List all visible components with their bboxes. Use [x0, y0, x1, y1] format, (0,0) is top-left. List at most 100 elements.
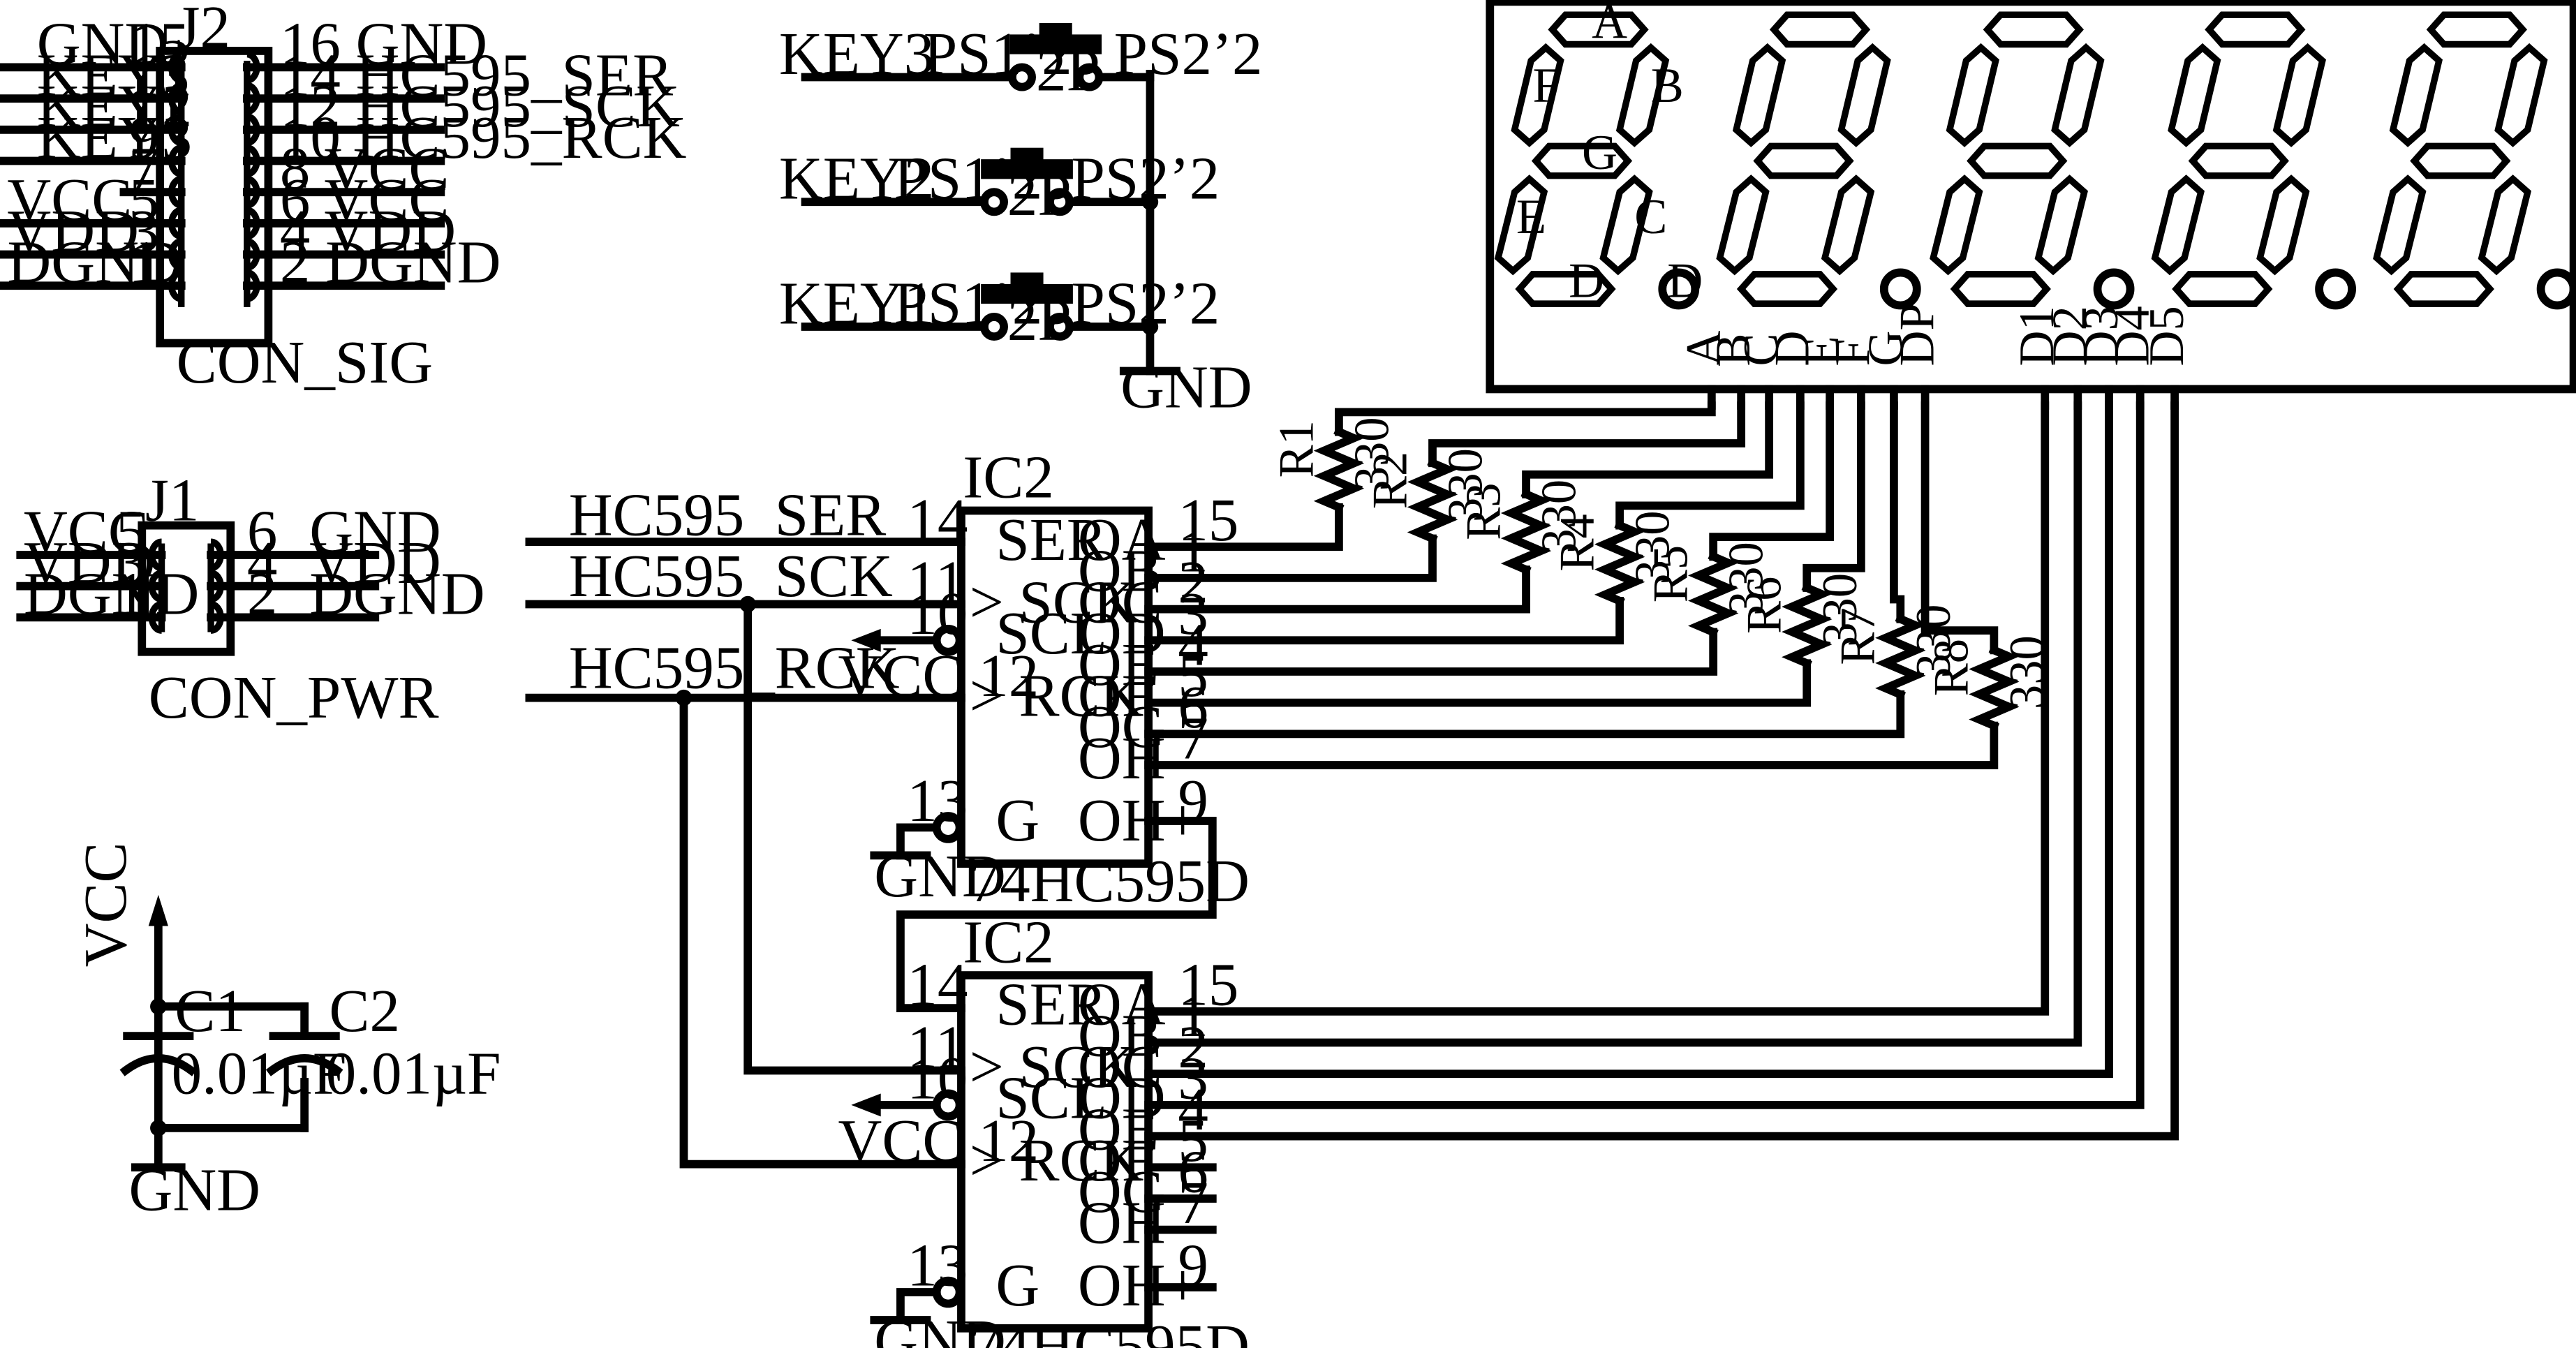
j1-right-pin: 6 [247, 497, 278, 565]
junction-dot [1141, 193, 1159, 211]
j1-left-pin: 5 [116, 497, 147, 565]
j1-right-net: VDD [309, 528, 441, 596]
c2-reference: C2 [329, 977, 400, 1044]
segment-d [1950, 271, 2051, 307]
ic-right-pin-number: 15 [1178, 486, 1238, 554]
resistor-value: 330 [1439, 448, 1493, 522]
decimal-point [1879, 268, 1921, 310]
c2-value: 0.01µF [326, 1039, 501, 1106]
resistor-ref: R8 [1925, 639, 1979, 696]
segment-c [2256, 175, 2310, 276]
key-net-label: KEY3 [779, 20, 934, 87]
segment-wires [1144, 401, 1999, 769]
ic-part-number: 74HC595D [970, 847, 1250, 914]
ic-gnd-label: GND [874, 1307, 1006, 1348]
ic-left-pin-name: SER [995, 970, 1107, 1038]
j2-body [156, 47, 273, 348]
key-mid-label: 2P [1036, 36, 1100, 103]
key-pin2-label: PS2’2 [1114, 20, 1263, 87]
j2-right-label: 16 GND [280, 10, 487, 77]
j1-left-net: VDD [24, 528, 156, 596]
segment-b [2272, 43, 2326, 147]
decoupling-capacitors: VCC C1 0.01µF C2 0.01µF GND [71, 842, 501, 1223]
segment-b [1837, 43, 1891, 147]
resistor-value: 330 [1813, 573, 1867, 647]
ic-right-pin-name: OF [1078, 1126, 1155, 1194]
key-net-label: KEY1 [779, 269, 934, 336]
j1-right-net: DGND [309, 560, 484, 628]
resistor-ref: R1 [1269, 420, 1324, 477]
ic-reference: IC2 [963, 443, 1054, 511]
j1-left-net: DGND [24, 560, 199, 628]
j2-left-pin: 11 [128, 72, 187, 140]
j2-left-pin: 9 [128, 103, 159, 171]
segment-a [1769, 11, 1871, 48]
key-mid-label: 2P [1007, 161, 1072, 228]
segment-e [2373, 175, 2427, 276]
segment-letter: E [1516, 190, 1546, 244]
key-pin1-label: PS1’2 [894, 145, 1043, 212]
ic-left-pin-name: > SCK [970, 1032, 1137, 1100]
j2-right-label: 12 HC595_SCK [280, 72, 680, 140]
resistor-ref: R6 [1738, 577, 1792, 634]
resistor-ref: R7 [1831, 607, 1886, 665]
segment-d [2393, 271, 2494, 307]
junction-dot [150, 998, 167, 1015]
digit-wires [1144, 401, 2179, 1291]
segment-d [1515, 271, 1616, 307]
j2-left-net: GND [37, 10, 169, 77]
segment-g [2410, 142, 2511, 179]
j2-left-net: KEY2 [37, 72, 192, 140]
keys-ground: GND [1119, 69, 1252, 420]
j2-right-label: 10 HC595_RCK [280, 103, 687, 171]
segment-f [2389, 43, 2443, 147]
j2-right-label: 4 VDD [280, 197, 456, 265]
resistor-ref: R3 [1456, 482, 1511, 540]
segment-a [1983, 11, 2084, 48]
ic-right-pin-name: OA [1078, 970, 1166, 1038]
j2-right-label: 2 DGND [280, 228, 501, 296]
ic-left-pin-name: G [995, 1251, 1039, 1319]
resistor-ref: R5 [1644, 545, 1698, 602]
ic-left-pin-name: > RCK [970, 661, 1144, 729]
decimal-point [2093, 268, 2135, 310]
j2-left-net: VDD [7, 197, 139, 265]
display-pin-label: A [1677, 330, 1731, 366]
display-pin-label: DP [1890, 303, 1944, 366]
segment-letter: D [1667, 254, 1703, 309]
j2-right-label: 8 VCC [280, 134, 450, 202]
ic-left-pin-name: SCL [995, 599, 1107, 667]
junction-dot [1141, 318, 1159, 335]
j1-left-pin: 3 [116, 528, 147, 596]
segment-letter: F [1532, 59, 1560, 113]
ic-body [957, 506, 1153, 868]
segment-c [1821, 175, 1875, 276]
j2-left-net: VCC [7, 165, 132, 233]
input-nets: HC595_SER HC595_SCK HC595_RCK [525, 481, 1217, 1169]
segment-c [1599, 175, 1653, 276]
c1-value: 0.01µF [172, 1039, 347, 1106]
display-pin-label: G [1859, 331, 1914, 366]
segment-f [1732, 43, 1786, 147]
display-pin-label: F [1826, 339, 1881, 366]
display-pin-label: D [1766, 331, 1820, 366]
j2-left-pin: 5 [128, 165, 159, 233]
segment-letter: A [1592, 0, 1627, 49]
resistor-ref: R4 [1550, 514, 1604, 571]
j2-left-pin: 7 [128, 134, 159, 202]
keys-gnd-label: GND [1120, 353, 1252, 420]
net-hc595-sck: HC595_SCK [569, 542, 893, 609]
j2-left-net: KEY3 [37, 103, 192, 171]
segment-e [2151, 175, 2205, 276]
display-pin-label: C [1734, 333, 1789, 366]
